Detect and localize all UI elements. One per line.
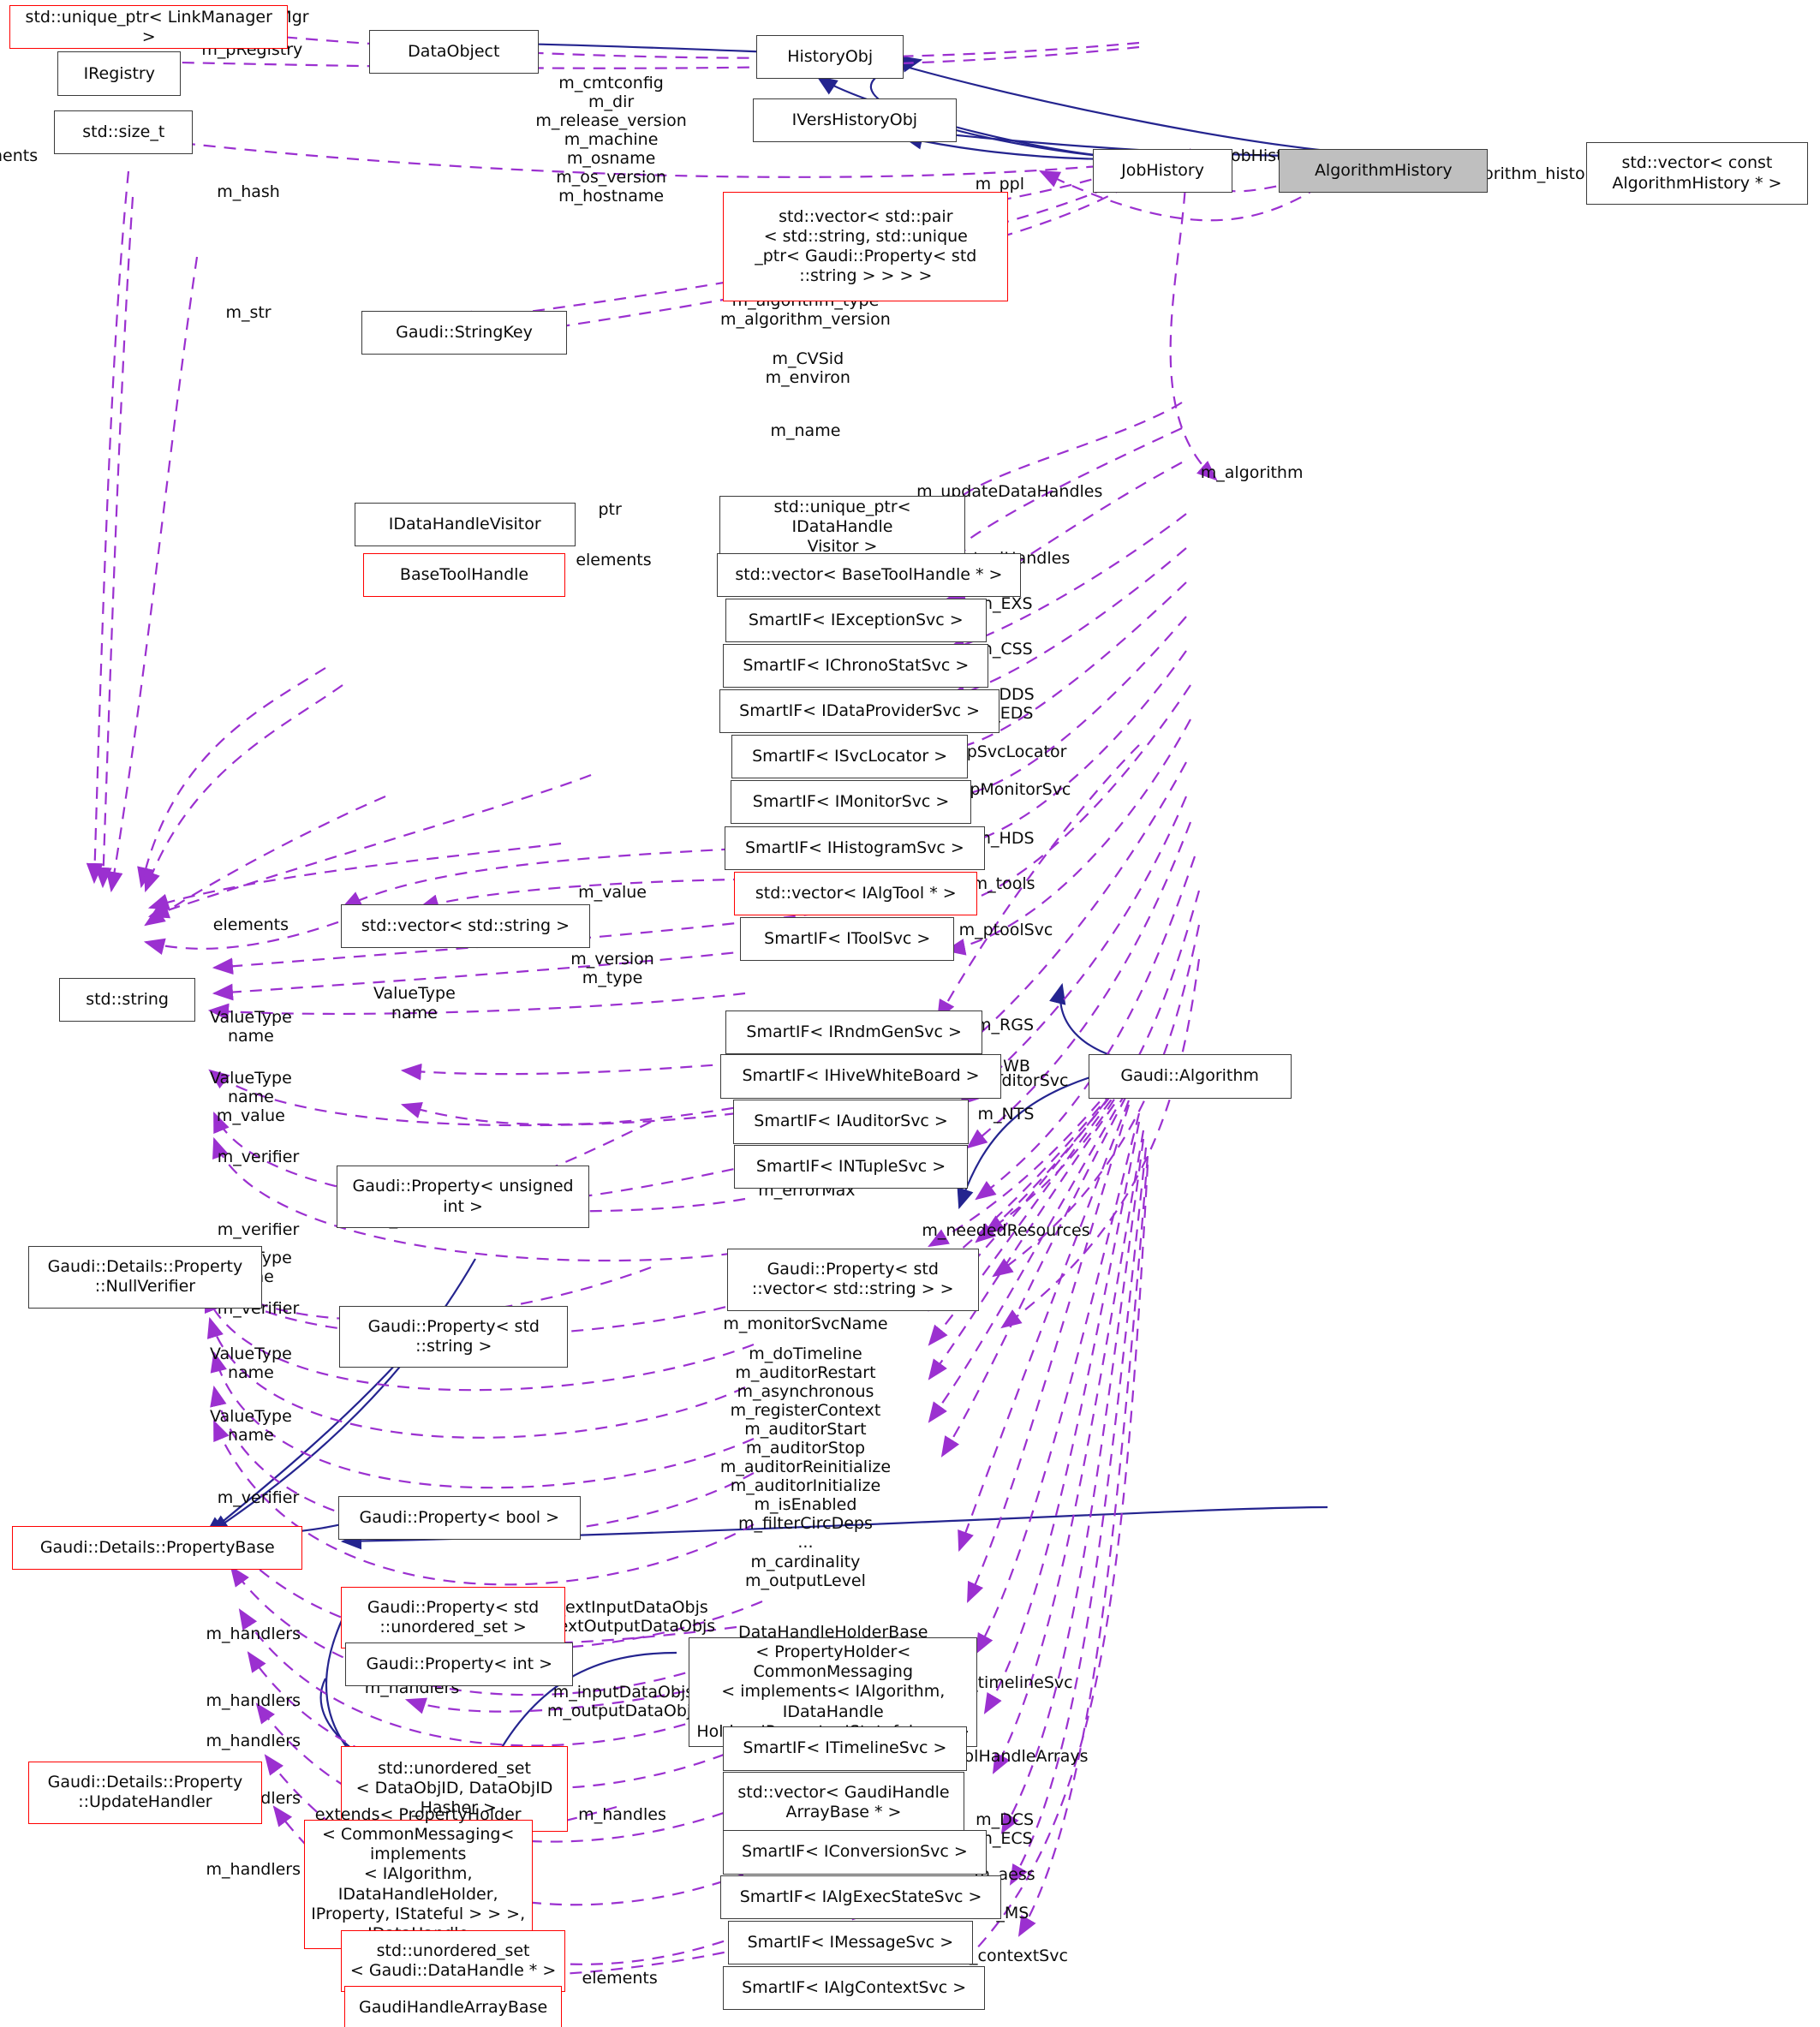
class-node-smartif_intuplesvc[interactable]: SmartIF< INTupleSvc > xyxy=(734,1145,968,1189)
class-node-smartif_iauditorsvc[interactable]: SmartIF< IAuditorSvc > xyxy=(732,1100,970,1144)
class-node-smartif_isvclocator[interactable]: SmartIF< ISvcLocator > xyxy=(731,734,968,778)
edge-label-m_handlers_1: m_handlers xyxy=(206,1624,301,1643)
edge-label-m_CVSid_group: m_CVSid m_environ xyxy=(765,349,850,388)
edge-label-valuetype_name_5: ValueType name xyxy=(209,1406,292,1445)
class-node-stringkey[interactable]: Gaudi::StringKey xyxy=(361,310,567,355)
class-node-iregistry[interactable]: IRegistry xyxy=(57,51,182,96)
edge-label-m_cmtconfig_group: m_cmtconfig m_dir m_release_version m_ma… xyxy=(535,74,687,206)
class-node-smartif_ichronostatsvc[interactable]: SmartIF< IChronoStatSvc > xyxy=(723,643,989,689)
class-node-smartif_imessagesvc[interactable]: SmartIF< IMessageSvc > xyxy=(728,1920,973,1965)
class-node-property_unsigned_int[interactable]: Gaudi::Property< unsigned int > xyxy=(337,1166,589,1228)
class-node-gaudihandlearraybase[interactable]: GaudiHandleArrayBase xyxy=(344,1985,563,2027)
class-node-smartif_itoolsvc[interactable]: SmartIF< IToolSvc > xyxy=(740,916,955,962)
edge-label-m_value: m_value xyxy=(578,883,647,903)
edge-label-m_version_type: m_version m_type xyxy=(570,949,654,987)
edge-label-valuetype_name_2: ValueType name xyxy=(209,1007,292,1046)
class-node-smartif_idataprovidersvc[interactable]: SmartIF< IDataProviderSvc > xyxy=(719,689,1000,734)
class-node-string[interactable]: std::string xyxy=(58,977,196,1022)
class-node-property_string[interactable]: Gaudi::Property< std ::string > xyxy=(339,1305,569,1368)
class-node-dataobject[interactable]: DataObject xyxy=(368,29,539,75)
edge-label-m_algorithm: m_algorithm xyxy=(1200,463,1304,483)
class-node-vector_string[interactable]: std::vector< std::string > xyxy=(340,903,591,949)
class-node-property_bool[interactable]: Gaudi::Property< bool > xyxy=(337,1495,581,1541)
class-node-unique_ptr_linkmanager[interactable]: std::unique_ptr< LinkManager > xyxy=(9,5,288,50)
edge-label-elements_alghist: elements xyxy=(0,146,39,165)
edge-label-m_handles: m_handles xyxy=(578,1805,666,1825)
class-node-smartif_ihistogramsvc[interactable]: SmartIF< IHistogramSvc > xyxy=(724,826,986,871)
class-node-jobhistory[interactable]: JobHistory xyxy=(1093,148,1232,194)
edge-label-valuetype_name_1: ValueType name xyxy=(373,984,456,1022)
edge-label-ptr: ptr xyxy=(598,499,622,519)
class-node-basetoolhandle[interactable]: BaseToolHandle xyxy=(362,552,566,598)
class-node-smartif_ialgexecstatesvc[interactable]: SmartIF< IAlgExecStateSvc > xyxy=(720,1875,1001,1920)
edge-label-m_handlers_4: m_handlers xyxy=(206,1732,301,1751)
edge-label-m_verifier_1: m_verifier xyxy=(217,1148,300,1167)
edge-label-m_str: m_str xyxy=(225,302,272,322)
edge-label-m_inputDataObjs_group: m_inputDataObjs m_outputDataObjs xyxy=(546,1682,701,1720)
class-node-vector_const_algorithmhistory[interactable]: std::vector< const AlgorithmHistory * > xyxy=(1586,142,1808,205)
class-node-unique_ptr_idatahandlevisitor[interactable]: std::unique_ptr< IDataHandle Visitor > xyxy=(719,496,966,558)
class-node-algorithmhistory[interactable]: AlgorithmHistory xyxy=(1279,148,1489,194)
edge-label-elements_gaudihandle: elements xyxy=(582,1968,658,1988)
edge-label-m_tools: m_tools xyxy=(971,873,1035,893)
class-node-vector_ialgtool[interactable]: std::vector< IAlgTool * > xyxy=(734,871,978,916)
edge-label-m_NTS: m_NTS xyxy=(977,1105,1035,1124)
edge-label-valuetype_name_mvalue: ValueType name m_value xyxy=(209,1068,292,1125)
edge-label-elements_string: elements xyxy=(212,915,289,935)
edge-label-elements_basetool: elements xyxy=(576,550,652,569)
edge-label-m_handlers_3: m_handlers xyxy=(206,1691,301,1711)
edge-label-m_name: m_name xyxy=(770,420,841,440)
class-node-smartif_imonitorsvc[interactable]: SmartIF< IMonitorSvc > xyxy=(730,779,972,824)
class-node-vector_pair_string_uniqueptr_property[interactable]: std::vector< std::pair < std::string, st… xyxy=(723,191,1009,302)
class-node-vector_basetoolhandle[interactable]: std::vector< BaseToolHandle * > xyxy=(717,552,1021,598)
class-node-unordered_set_datahandle[interactable]: std::unordered_set < Gaudi::DataHandle *… xyxy=(340,1929,566,1993)
class-node-smartif_irndmgensvc[interactable]: SmartIF< IRndmGenSvc > xyxy=(725,1010,983,1055)
edge-label-m_hash: m_hash xyxy=(217,182,280,202)
edge-label-m_verifier_5: m_verifier xyxy=(217,1487,300,1507)
edge-label-valuetype_name_4: ValueType name xyxy=(209,1344,292,1382)
class-node-smartif_itimelinesvc[interactable]: SmartIF< ITimelineSvc > xyxy=(723,1726,967,1771)
class-node-property_vector_string[interactable]: Gaudi::Property< std ::vector< std::stri… xyxy=(726,1249,979,1311)
class-node-smartif_iexceptionsvc[interactable]: SmartIF< IExceptionSvc > xyxy=(725,598,987,643)
class-node-property_int[interactable]: Gaudi::Property< int > xyxy=(345,1642,574,1687)
edge-label-m_cardinality_group: m_cardinality m_outputLevel xyxy=(745,1553,866,1591)
class-node-gaudi_algorithm[interactable]: Gaudi::Algorithm xyxy=(1088,1054,1292,1099)
edge-label-m_monitorSvcName: m_monitorSvcName xyxy=(723,1315,888,1334)
edge-label-m_RGS: m_RGS xyxy=(976,1015,1035,1034)
class-node-size_t[interactable]: std::size_t xyxy=(54,110,194,154)
edge-label-m_doTimeline_group: m_doTimeline m_auditorRestart m_asynchro… xyxy=(719,1344,892,1553)
class-node-property_unordered_set[interactable]: Gaudi::Property< std ::unordered_set > xyxy=(340,1586,566,1649)
class-node-smartif_ihivewhiteboard[interactable]: SmartIF< IHiveWhiteBoard > xyxy=(720,1054,1001,1099)
class-node-propertybase[interactable]: Gaudi::Details::PropertyBase xyxy=(12,1525,303,1571)
class-node-smartif_iconversionsvc[interactable]: SmartIF< IConversionSvc > xyxy=(723,1830,987,1875)
edge-label-m_handlers_6: m_handlers xyxy=(206,1859,301,1879)
class-node-nullverifier[interactable]: Gaudi::Details::Property ::NullVerifier xyxy=(28,1245,262,1309)
class-node-smartif_ialgcontextsvc[interactable]: SmartIF< IAlgContextSvc > xyxy=(723,1965,986,2011)
edge-label-m_verifier_3: m_verifier xyxy=(217,1219,300,1239)
class-node-iversHistoryobj[interactable]: IVersHistoryObj xyxy=(752,98,958,143)
class-node-historyobj[interactable]: HistoryObj xyxy=(756,34,904,80)
class-node-vector_gaudihandlearraybase[interactable]: std::vector< GaudiHandle ArrayBase * > xyxy=(723,1772,964,1834)
edge-label-m_ptoolSvc: m_ptoolSvc xyxy=(958,921,1053,940)
class-node-updatehandler[interactable]: Gaudi::Details::Property ::UpdateHandler xyxy=(28,1761,262,1824)
class-node-idatahandlevisitor[interactable]: IDataHandleVisitor xyxy=(354,502,576,547)
edge-label-m_neededResources: m_neededResources xyxy=(922,1221,1090,1241)
